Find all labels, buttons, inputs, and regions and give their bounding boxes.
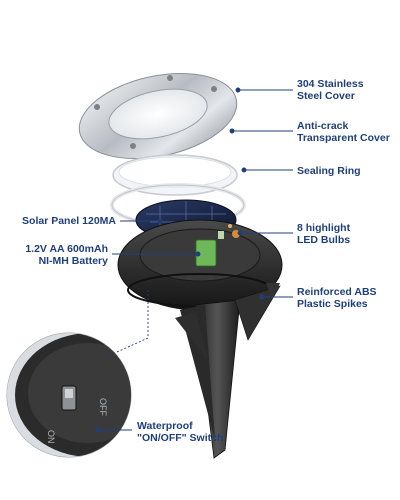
leader-lines: [95, 87, 293, 433]
ground-spike: [175, 283, 281, 459]
led-housing: [117, 219, 283, 311]
label-solar-panel: Solar Panel 120MA: [22, 215, 116, 227]
label-sealing-ring: Sealing Ring: [297, 165, 361, 177]
label-switch: Waterproof"ON/OFF" Switch: [137, 420, 224, 444]
steel-cover: [78, 72, 238, 160]
switch-zoom-inset: OFF ON: [6, 332, 132, 458]
switch-off-mark: OFF: [98, 398, 108, 416]
switch-on-mark: ON: [46, 430, 56, 444]
